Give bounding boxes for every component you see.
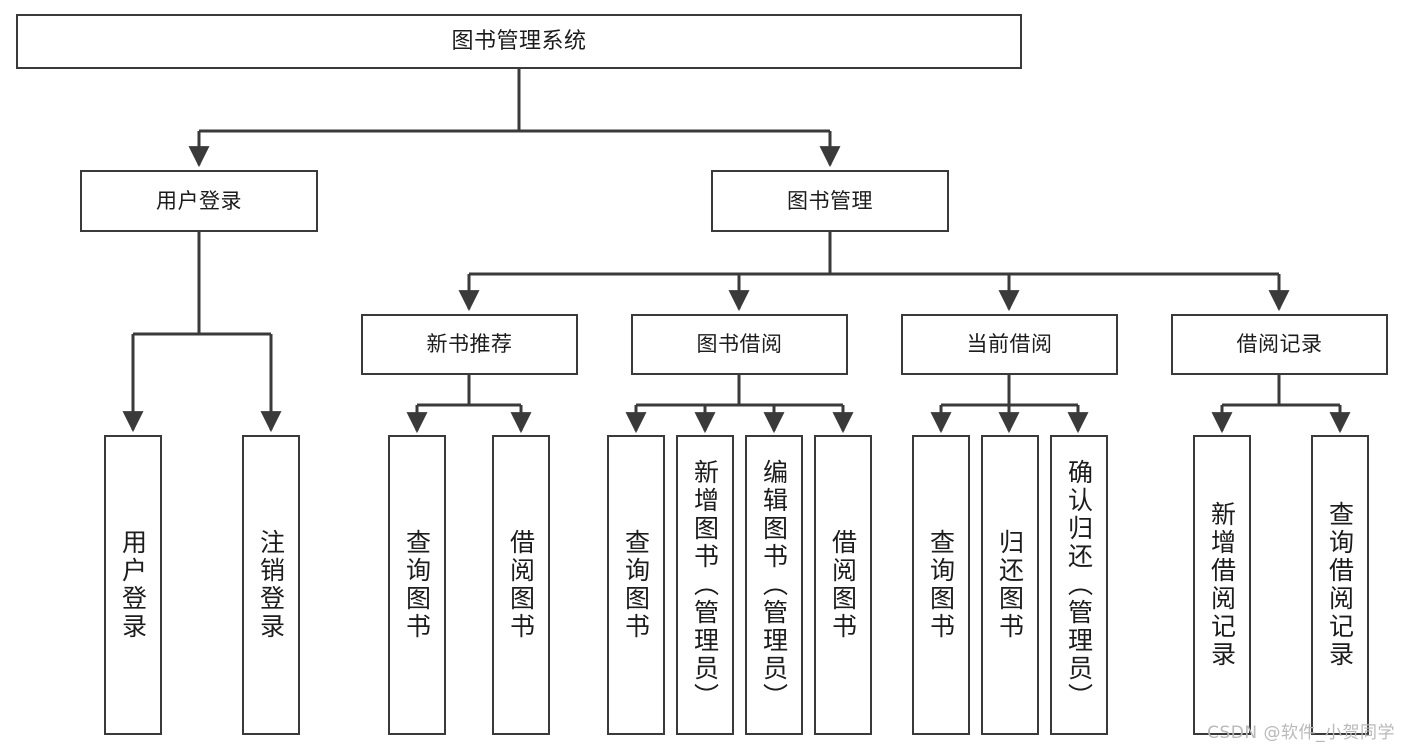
node-label: 新增借阅记录 — [1207, 501, 1237, 669]
node-label: 用户登录 — [156, 188, 242, 213]
node-label: 查询图书 — [402, 529, 432, 641]
node-label: 注销登录 — [256, 529, 286, 641]
watermark-text: CSDN @软件_小贺同学 — [1207, 723, 1395, 743]
leaf-current-borrow-query-book[interactable]: 查询图书 — [912, 435, 970, 735]
leaf-user-login-logout[interactable]: 注销登录 — [242, 435, 300, 735]
leaf-book-borrow-edit-book-admin[interactable]: 编辑图书（管理员） — [745, 435, 803, 735]
leaf-current-borrow-confirm-return-admin[interactable]: 确认归还（管理员） — [1050, 435, 1108, 735]
node-label: 图书管理 — [787, 188, 873, 213]
node-new-book-recommendation[interactable]: 新书推荐 — [361, 314, 578, 375]
node-label: 新书推荐 — [426, 332, 513, 357]
node-label: 编辑图书（管理员） — [759, 459, 789, 711]
node-label: 图书管理系统 — [451, 28, 587, 54]
leaf-current-borrow-return-book[interactable]: 归还图书 — [981, 435, 1039, 735]
node-label: 借阅图书 — [506, 529, 536, 641]
node-label: 用户登录 — [118, 529, 148, 641]
node-user-login[interactable]: 用户登录 — [80, 170, 318, 232]
node-label: 归还图书 — [995, 529, 1025, 641]
node-label: 借阅图书 — [828, 529, 858, 641]
leaf-borrow-record-query-record[interactable]: 查询借阅记录 — [1311, 435, 1369, 735]
leaf-user-login-login[interactable]: 用户登录 — [104, 435, 162, 735]
leaf-new-book-borrow-book[interactable]: 借阅图书 — [492, 435, 550, 735]
node-borrowing-record[interactable]: 借阅记录 — [1171, 314, 1388, 375]
node-label: 图书借阅 — [696, 332, 783, 357]
node-label: 确认归还（管理员） — [1064, 459, 1094, 711]
node-book-management[interactable]: 图书管理 — [711, 170, 949, 232]
leaf-book-borrow-add-book-admin[interactable]: 新增图书（管理员） — [676, 435, 734, 735]
node-label: 查询借阅记录 — [1325, 501, 1355, 669]
node-label: 查询图书 — [621, 529, 651, 641]
leaf-book-borrow-query-book[interactable]: 查询图书 — [607, 435, 665, 735]
node-book-borrowing[interactable]: 图书借阅 — [631, 314, 848, 375]
leaf-new-book-query-book[interactable]: 查询图书 — [388, 435, 446, 735]
leaf-borrow-record-add-record[interactable]: 新增借阅记录 — [1193, 435, 1251, 735]
node-label: 借阅记录 — [1236, 332, 1323, 357]
node-current-borrowing[interactable]: 当前借阅 — [901, 314, 1118, 375]
leaf-book-borrow-borrow-book[interactable]: 借阅图书 — [814, 435, 872, 735]
node-label: 查询图书 — [926, 529, 956, 641]
node-label: 当前借阅 — [966, 332, 1053, 357]
node-label: 新增图书（管理员） — [690, 459, 720, 711]
node-root-book-management-system[interactable]: 图书管理系统 — [16, 14, 1022, 69]
